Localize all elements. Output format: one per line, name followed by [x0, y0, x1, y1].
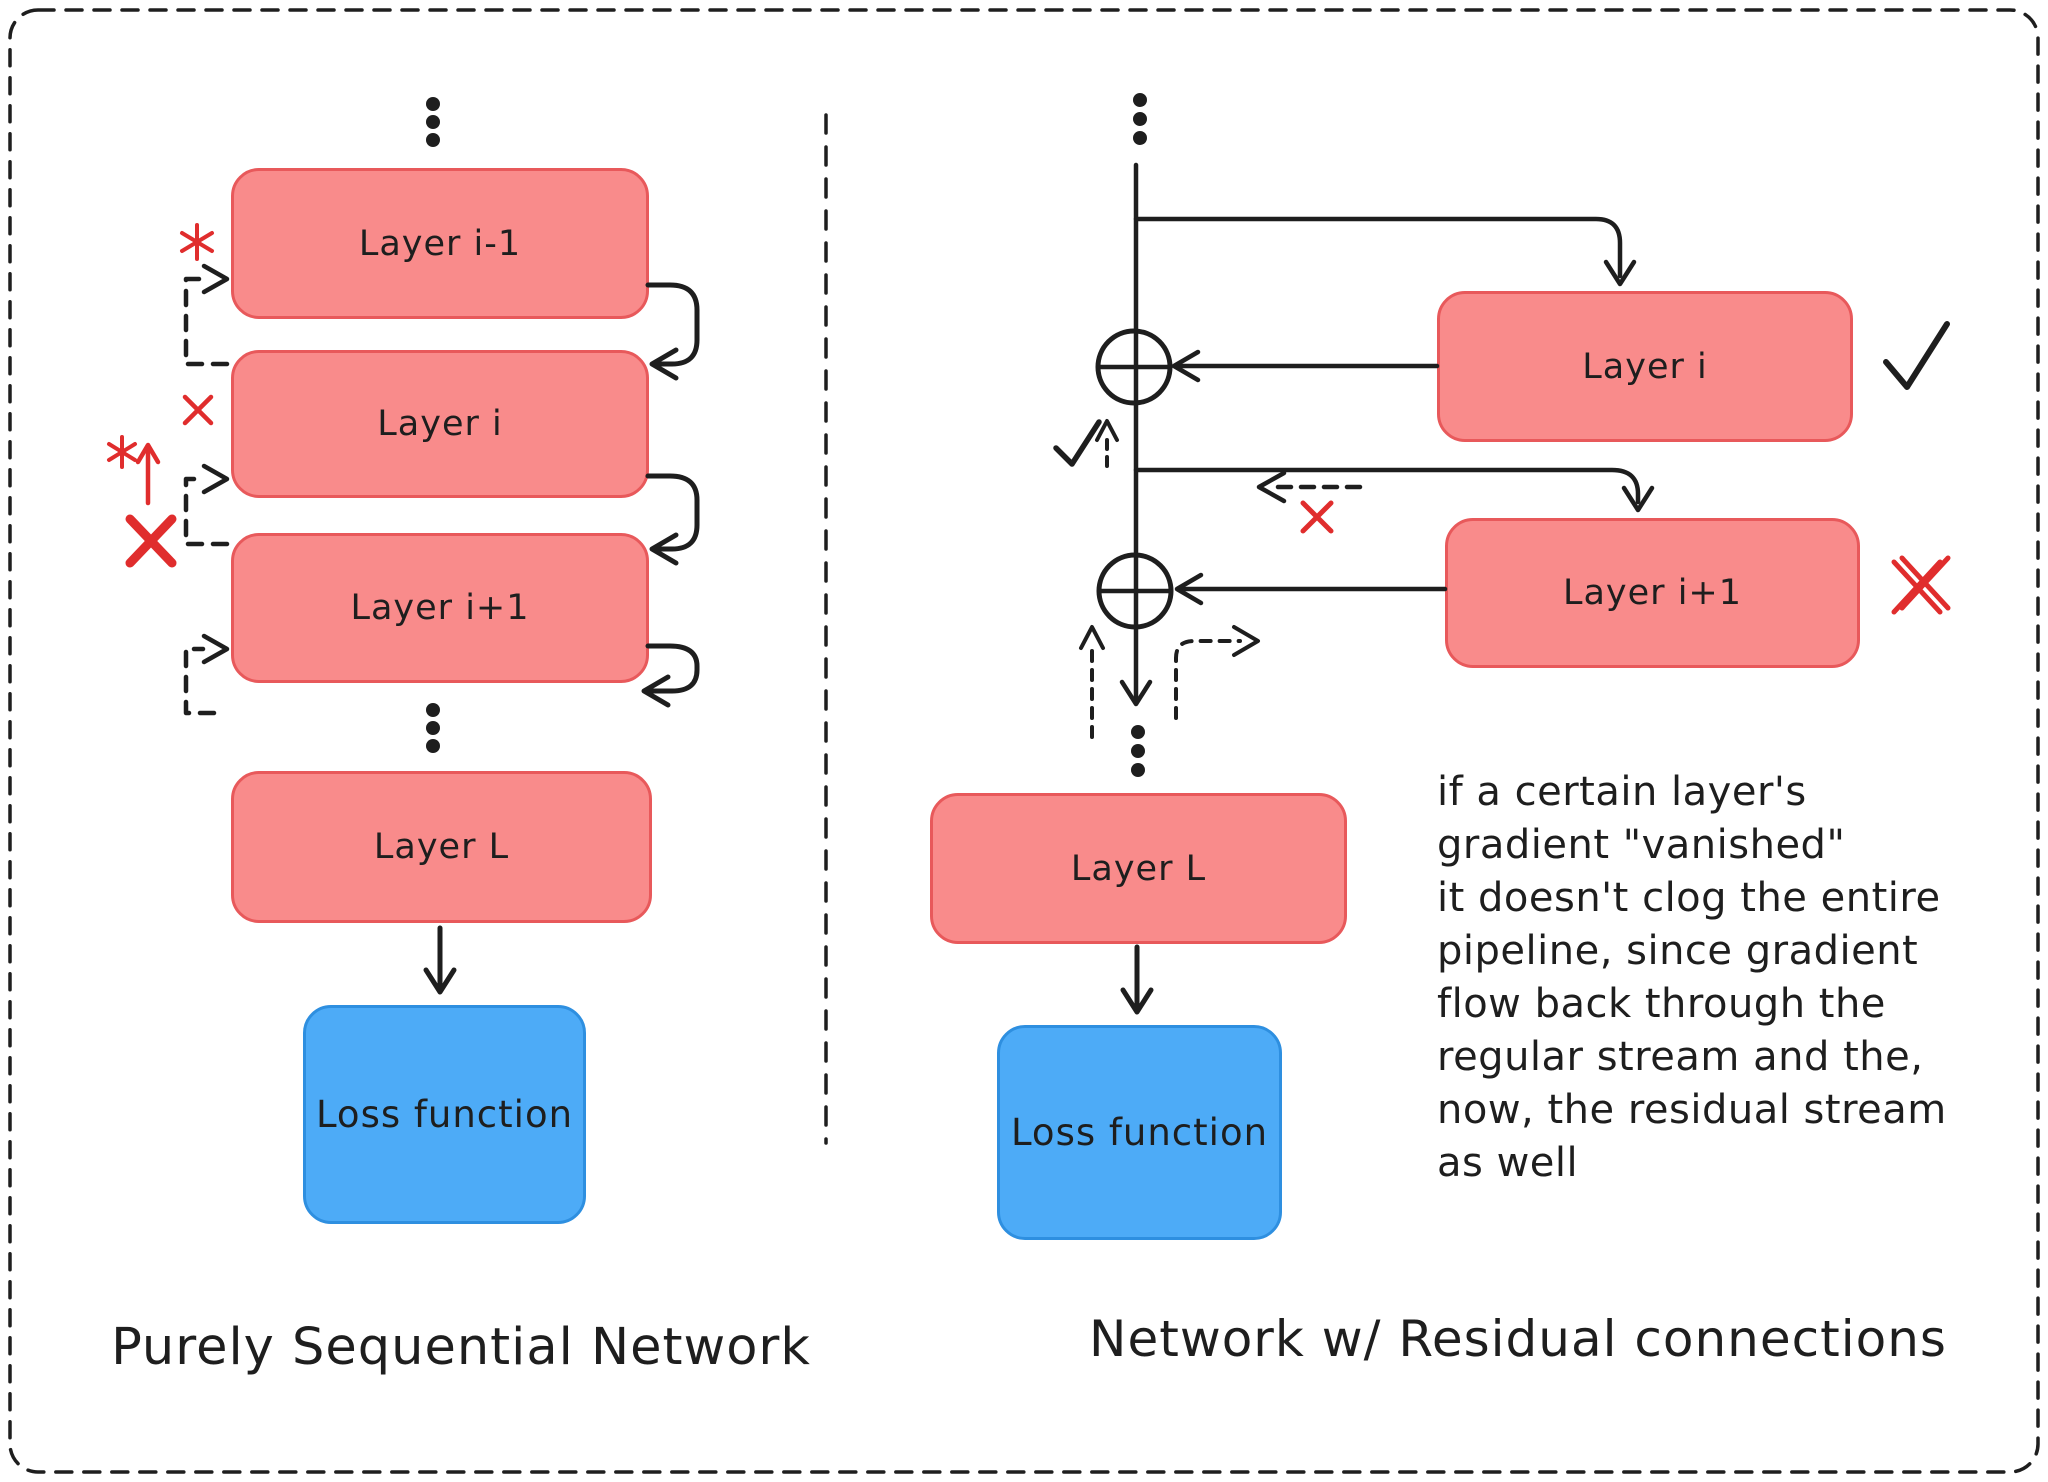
- left-layer-i-label: Layer i: [377, 404, 503, 444]
- right-layer-L-box: Layer L: [930, 793, 1347, 944]
- left-mid-ellipsis-icon: [426, 703, 440, 753]
- right-layer-i+1-label: Layer i+1: [1562, 573, 1743, 613]
- right-loss-function-label: Loss function: [1010, 1111, 1269, 1154]
- layer-i+1-double-x-icon: [1891, 555, 1951, 615]
- right-loss-function-box: Loss function: [997, 1025, 1282, 1240]
- left-layer-i-1-label: Layer i-1: [358, 223, 522, 264]
- layer-i-check-icon: [1883, 321, 1950, 390]
- left-gradient-arrow-1: [183, 263, 230, 367]
- note-line: now, the residual stream: [1437, 1087, 1947, 1133]
- left-layer-L-label: Layer L: [373, 827, 510, 867]
- note-line: flow back through the: [1437, 981, 1886, 1027]
- right-layer-i-label: Layer i: [1582, 346, 1708, 387]
- left-layer-i-1-box: Layer i-1: [231, 168, 649, 319]
- layer-i+1-to-sum-arrow: [1174, 572, 1448, 606]
- left-gradient-arrow-2: [183, 463, 230, 547]
- vanish-asterisk-icon: [180, 223, 214, 261]
- left-loss-function-label: Loss function: [315, 1093, 574, 1136]
- vanish-up-arrow-icon: [135, 442, 161, 506]
- note-line: regular stream and the,: [1437, 1034, 1924, 1080]
- note-line: gradient "vanished": [1437, 822, 1846, 868]
- residual-stream-line: [1119, 162, 1153, 707]
- layer-i-to-sum-arrow: [1171, 349, 1440, 383]
- left-layer-i+1-label: Layer i+1: [350, 588, 530, 628]
- left-forward-arrow-1: [645, 282, 700, 381]
- right-mid-ellipsis-icon: [1131, 725, 1145, 777]
- gradient-ok-check-icon: [1053, 419, 1102, 467]
- note-line: pipeline, since gradient: [1437, 928, 1919, 974]
- sum-node-1-icon: [1095, 328, 1173, 406]
- left-caption: Purely Sequential Network: [111, 1318, 811, 1377]
- residual-note: if a certain layer's gradient "vanished"…: [1437, 766, 2037, 1190]
- blocked-gradient-dashed-arrow: [1256, 470, 1363, 504]
- gradient-residual-dashed-elbow-arrow: [1174, 625, 1260, 720]
- left-loss-arrow: [423, 925, 457, 995]
- right-loss-arrow: [1120, 944, 1154, 1015]
- right-branch-to-layer-i+1: [1133, 467, 1655, 513]
- left-forward-arrow-2: [645, 473, 700, 566]
- note-line: it doesn't clog the entire: [1437, 875, 1941, 921]
- left-layer-L-box: Layer L: [231, 771, 652, 923]
- right-top-ellipsis-icon: [1133, 93, 1147, 145]
- note-line: if a certain layer's: [1437, 769, 1807, 815]
- right-layer-i+1-box: Layer i+1: [1445, 518, 1860, 668]
- right-layer-L-label: Layer L: [1070, 848, 1207, 889]
- left-forward-arrow-3: [641, 643, 700, 708]
- right-caption: Network w/ Residual connections: [1089, 1310, 1947, 1368]
- gradient-up-dashed-arrow-2: [1079, 625, 1105, 739]
- left-layer-i+1-box: Layer i+1: [231, 533, 649, 683]
- note-line: as well: [1437, 1140, 1579, 1186]
- left-top-ellipsis-icon: [426, 97, 440, 147]
- blocked-gradient-x-icon: [1300, 500, 1334, 534]
- gradient-up-dashed-arrow-1: [1095, 419, 1119, 468]
- vanish-asterisk-2-icon: [107, 435, 137, 469]
- blocked-x-icon: [125, 514, 177, 568]
- sum-node-2-icon: [1096, 552, 1174, 630]
- left-layer-i-box: Layer i: [231, 350, 649, 498]
- right-layer-i-box: Layer i: [1437, 291, 1853, 442]
- left-gradient-arrow-3: [183, 633, 230, 716]
- right-branch-to-layer-i: [1133, 216, 1637, 287]
- left-loss-function-box: Loss function: [303, 1005, 586, 1224]
- vanish-x-icon: [182, 394, 214, 426]
